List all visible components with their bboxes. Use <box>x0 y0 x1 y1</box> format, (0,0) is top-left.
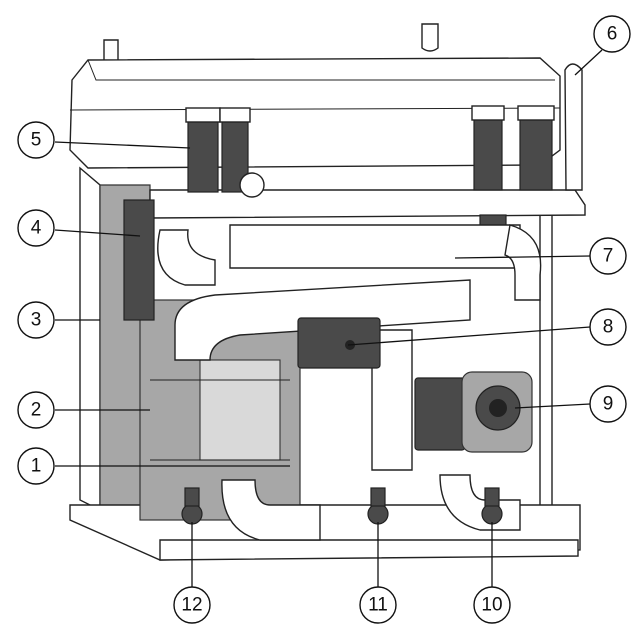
svg-text:6: 6 <box>607 24 618 45</box>
svg-text:12: 12 <box>181 595 202 616</box>
circulation-pump <box>414 371 533 453</box>
svg-text:9: 9 <box>603 394 614 415</box>
callout-1: 1 <box>17 447 55 485</box>
leader-lines <box>54 49 603 590</box>
service-valve-middle <box>367 487 389 525</box>
connection-sleeves <box>185 105 555 198</box>
finned-coil-left <box>123 199 155 321</box>
callout-7: 7 <box>589 237 627 275</box>
svg-text:11: 11 <box>368 595 388 616</box>
svg-text:8: 8 <box>603 317 614 338</box>
connection-plate <box>149 189 586 219</box>
svg-text:10: 10 <box>481 595 502 616</box>
service-valve-left <box>181 487 203 525</box>
callout-2: 2 <box>17 391 55 429</box>
svg-text:5: 5 <box>31 130 42 151</box>
callout-11: 11 <box>359 586 397 624</box>
svg-text:2: 2 <box>31 400 42 421</box>
callout-10: 10 <box>473 586 511 624</box>
callout-12: 12 <box>173 586 211 624</box>
right-lifting-hook <box>421 23 439 52</box>
service-valve-right <box>481 487 503 525</box>
svg-text:7: 7 <box>603 246 614 267</box>
heat-exchanger-cover <box>199 359 281 461</box>
callout-9: 9 <box>589 385 627 423</box>
vertical-pipe <box>371 329 413 471</box>
callout-3: 3 <box>17 301 55 339</box>
grip-handle <box>564 63 583 191</box>
callout-5: 5 <box>17 121 55 159</box>
svg-text:4: 4 <box>31 218 42 239</box>
svg-text:3: 3 <box>31 310 42 331</box>
callout-6: 6 <box>593 15 631 53</box>
callout-8: 8 <box>589 308 627 346</box>
right-frame <box>539 199 553 527</box>
left-side-panel <box>79 166 101 512</box>
callout-4: 4 <box>17 209 55 247</box>
svg-text:1: 1 <box>31 456 42 477</box>
